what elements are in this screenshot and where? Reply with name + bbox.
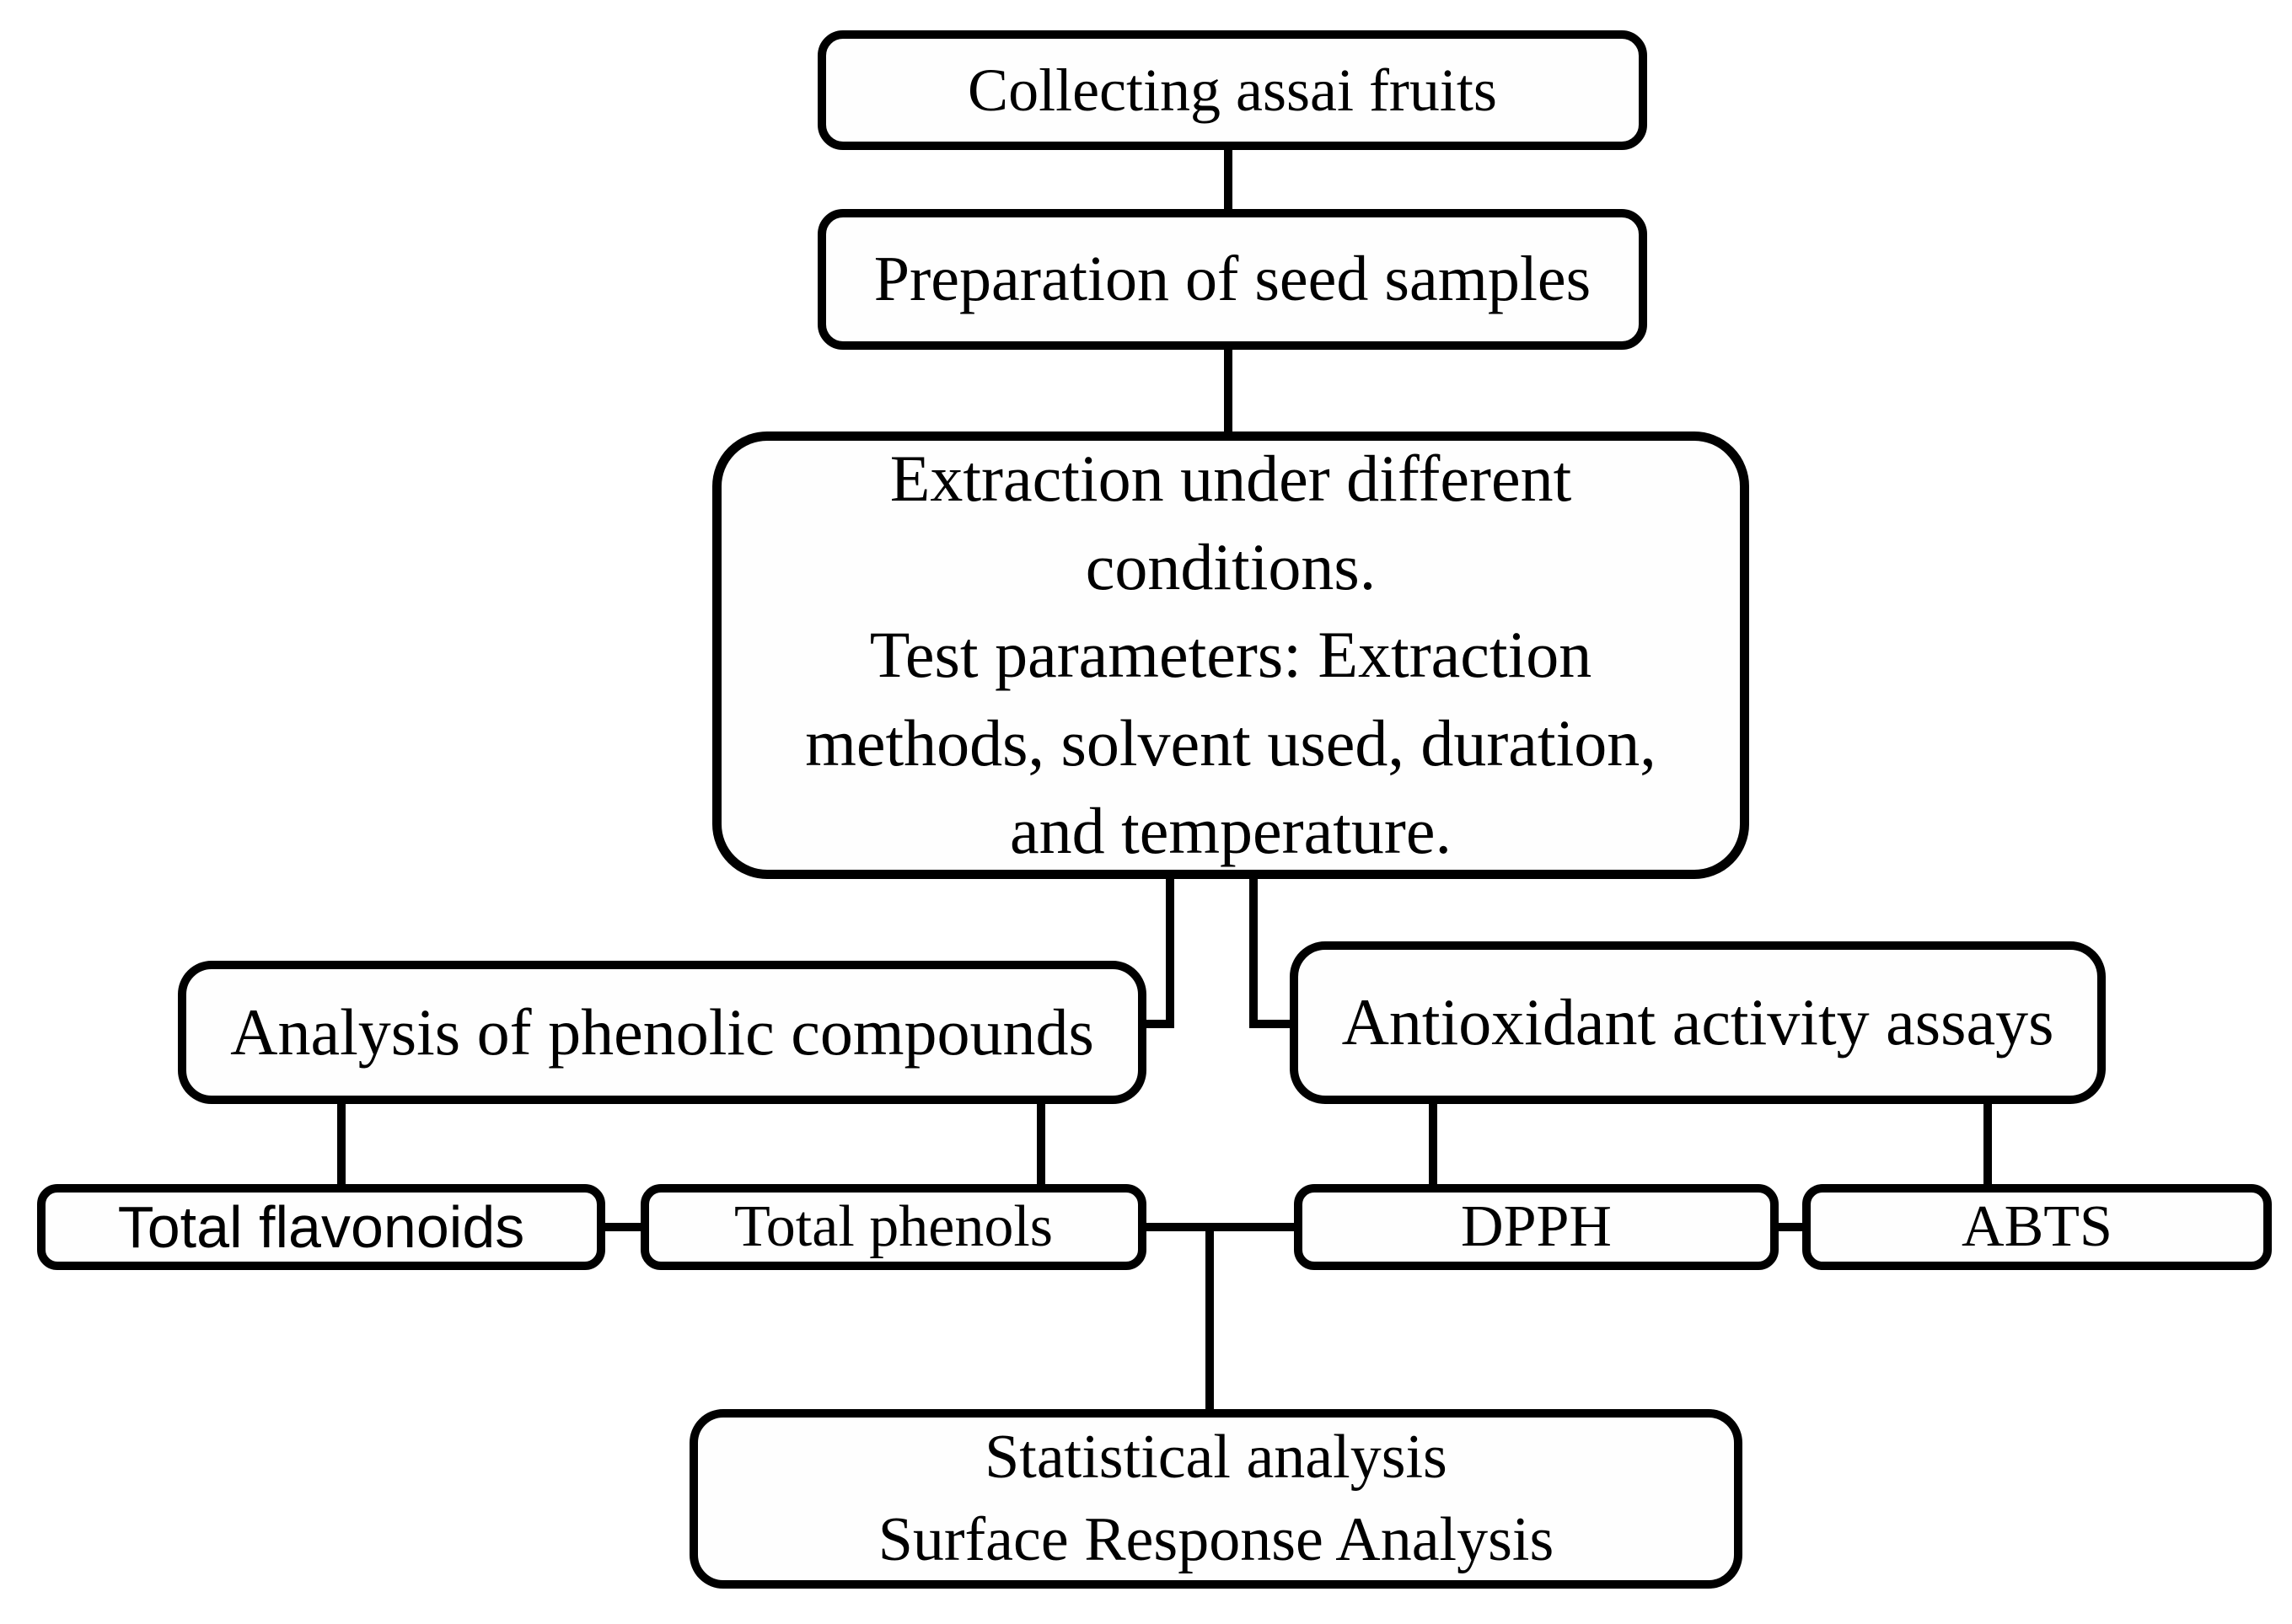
node-preparation-of-seed-samples: Preparation of seed samples <box>818 209 1647 350</box>
connector-extraction-to-analysis-elbow <box>1140 1020 1174 1028</box>
connector-collecting-to-preparation <box>1224 150 1232 211</box>
node-extraction-conditions: Extraction under different conditions. T… <box>712 431 1749 879</box>
connector-analysis-to-total-flavonoids <box>337 1104 346 1186</box>
connector-row-to-statistical <box>1205 1227 1214 1411</box>
node-statistical-analysis: Statistical analysis Surface Response An… <box>690 1409 1742 1589</box>
node-total-phenols-label: Total phenols <box>733 1193 1054 1259</box>
node-total-flavonoids-label: Total flavonoids <box>117 1193 525 1260</box>
node-preparation-label: Preparation of seed samples <box>873 243 1592 314</box>
connector-extraction-drop-left-vertical <box>1166 879 1174 1028</box>
connector-preparation-to-extraction <box>1224 350 1232 433</box>
node-total-phenols: Total phenols <box>641 1184 1146 1270</box>
connector-extraction-drop-right-vertical <box>1249 879 1258 1028</box>
connector-antioxidant-to-abts <box>1983 1104 1992 1186</box>
node-dpph-label: DPPH <box>1461 1193 1612 1259</box>
node-analysis-label: Analysis of phenolic compounds <box>230 994 1094 1069</box>
node-antioxidant-activity-assays: Antioxidant activity assays <box>1290 941 2106 1104</box>
node-extraction-label: Extraction under different conditions. T… <box>805 442 1656 868</box>
connector-analysis-to-total-phenols <box>1037 1104 1045 1186</box>
node-total-flavonoids: Total flavonoids <box>37 1184 605 1270</box>
connector-extraction-to-antioxidant-elbow <box>1253 1020 1294 1028</box>
node-collecting-label: Collecting assai fruits <box>968 56 1497 124</box>
node-antioxidant-label: Antioxidant activity assays <box>1341 985 2054 1059</box>
connector-antioxidant-to-dpph <box>1429 1104 1437 1186</box>
node-statistical-label: Statistical analysis Surface Response An… <box>878 1422 1554 1574</box>
node-abts-label: ABTS <box>1962 1193 2112 1259</box>
connector-total-flavonoids-to-total-phenols <box>605 1223 642 1231</box>
connector-total-phenols-to-dpph <box>1146 1223 1294 1231</box>
node-analysis-of-phenolic-compounds: Analysis of phenolic compounds <box>178 961 1146 1104</box>
connector-dpph-to-abts <box>1779 1223 1804 1231</box>
node-collecting-assai-fruits: Collecting assai fruits <box>818 30 1647 150</box>
node-abts: ABTS <box>1802 1184 2272 1270</box>
node-dpph: DPPH <box>1294 1184 1779 1270</box>
